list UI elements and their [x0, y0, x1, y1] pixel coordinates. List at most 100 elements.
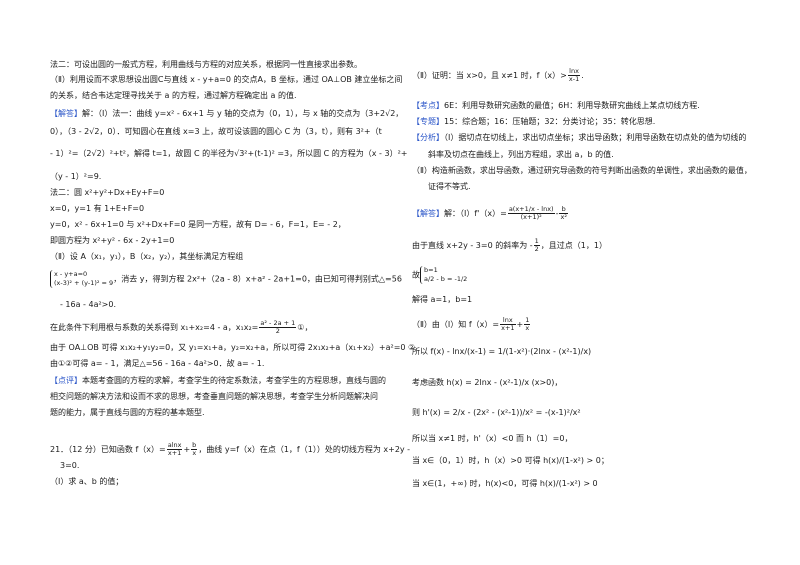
- equation-system-line: x - y+a=0(x-3)² + (y-1)² = 9，消去 y，得到方程 2…: [50, 270, 402, 288]
- solution-tag: 【解答】: [412, 209, 444, 218]
- text-line: 解得 a=1，b=1: [412, 295, 473, 304]
- fraction: a(x+1/x - lnx)(x+1)²: [507, 205, 555, 221]
- solution-line: 【解答】解：（Ⅰ）法一：曲线 y=x² - 6x+1 与 y 轴的交点为（0，1…: [50, 109, 403, 119]
- denominator: x²: [560, 213, 567, 221]
- denominator: x+1: [501, 324, 515, 332]
- text-span: （Ⅰ）据切点在切线上，求出切点坐标；求出导函数；利用导函数在切点处的值为切线的: [444, 133, 747, 142]
- text-line: （y - 1）²=9.: [50, 172, 102, 181]
- analysis-tag: 【分析】: [412, 133, 444, 142]
- text-span: +: [516, 320, 524, 329]
- text-span: 6E：利用导数研究函数的最值；6H：利用导数研究曲线上某点切线方程.: [444, 101, 700, 110]
- numerator: a² - 2a + 1: [259, 319, 297, 328]
- text-line: - 16a - 4a²>0.: [60, 300, 117, 309]
- text-line: 0），（3 - 2√2，0）．可知圆心在直线 x=3 上，故可设该圆的圆心 C …: [50, 127, 382, 136]
- text-span: 21．（12 分）已知函数 f（x）=: [50, 445, 166, 454]
- text-line: 所以当 x≠1 时，h'（x）<0 而 h（1）=0，: [412, 434, 573, 443]
- formula-line: 则 h'(x) = 2/x - (2x² - (x²-1))/x² = -(x-…: [412, 408, 581, 417]
- text-line: （Ⅰ）求 a、b 的值；: [50, 477, 124, 486]
- formula-line: 当 x∈（0，1）时，h（x）>0 可得 h(x)/(1-x²) > 0；: [412, 456, 609, 465]
- denominator: 2: [275, 327, 280, 335]
- equation: (x-3)² + (y-1)² = 9: [54, 279, 114, 287]
- text-line: 即圆方程为 x²+y² - 6x - 2y+1=0: [50, 236, 175, 245]
- equation: b=1: [424, 266, 438, 274]
- denominator: x: [525, 324, 530, 332]
- solution-tag: 【解答】: [50, 109, 82, 118]
- numerator: 1: [524, 316, 531, 325]
- text-line: y=0，x² - 6x+1=0 与 x²+Dx+F=0 是同一方程，故有 D= …: [50, 220, 346, 229]
- comment-line: 【点评】本题考查圆的方程的求解，考查学生的待定系数法，考查学生的方程思想，直线与…: [50, 376, 386, 386]
- numerator: lnx: [567, 67, 581, 76]
- formula-line: 所以 f(x) - lnx/(x-1) = 1/(1-x²)·(2lnx - (…: [412, 347, 592, 356]
- keypoint-line: 【考点】6E：利用导数研究函数的最值；6H：利用导数研究曲线上某点切线方程.: [412, 101, 700, 111]
- denominator: x-1: [568, 75, 580, 83]
- analysis-line: 【分析】（Ⅰ）据切点在切线上，求出切点坐标；求出导函数；利用导函数在切点处的值为…: [412, 133, 746, 143]
- radius-formula: √3²+(t-1)² =3，所以圆 C 的方程为（x - 3）²+: [234, 149, 408, 158]
- equation: a/2 - b = -1/2: [424, 275, 468, 283]
- text-span: 本题考查圆的方程的求解，考查学生的待定系数法，考查学生的方程思想，直线与圆的: [82, 376, 386, 385]
- text-span: .: [581, 71, 584, 80]
- text-line: 的关系，结合韦达定理寻找关于 a 的方程，通过解方程确定出 a 的值.: [50, 91, 297, 100]
- text-span: ①，: [297, 323, 313, 332]
- text-span: ，消去 y，得到方程 2x²+（2a - 8）x+a² - 2a+1=0，由已知…: [113, 274, 402, 284]
- numerator: 1: [533, 237, 540, 246]
- text-line: 斜率及切点在曲线上，列出方程组，求出 a，b 的值.: [428, 150, 614, 159]
- text-line: - 1）²=（2√2）²+t²，解得 t=1，故圆 C 的半径为√3²+(t-1…: [50, 149, 407, 159]
- topic-tag: 【专题】: [412, 117, 444, 126]
- text-line: x=0，y=1 有 1+E+F=0: [50, 204, 145, 213]
- text-span: （Ⅱ）证明：当 x>0，且 x≠1 时，f（x）>: [412, 71, 567, 80]
- text-line: 法二：可设出圆的一般式方程，利用曲线与方程的对应关系，根据同一性直接求出参数。: [50, 60, 362, 69]
- equation-system: x - y+a=0(x-3)² + (y-1)² = 9: [50, 270, 113, 288]
- equation: x - y+a=0: [54, 270, 88, 278]
- numerator: b: [559, 206, 568, 214]
- text-line: 在此条件下利用根与系数的关系得到 x₁+x₂=4 - a，x₁x₂=a² - 2…: [50, 320, 312, 335]
- text-span: -: [555, 209, 559, 218]
- text-line: 由①②可得 a= - 1，满足△=56 - 16a - 4a²>0．故 a= -…: [50, 359, 265, 368]
- text-line: 证得不等式.: [428, 182, 471, 191]
- denominator: 2: [534, 245, 539, 253]
- text-span: 15：综合题；16：压轴题；32：分类讨论；35：转化思想.: [444, 117, 656, 126]
- formula-line: 当 x∈(1，+∞) 时，h(x)<0，可得 h(x)/(1-x²) > 0: [412, 479, 598, 488]
- denominator: x+1: [167, 449, 182, 457]
- text-span: 故: [412, 270, 420, 280]
- formula-line: 考虑函数 h(x) = 2lnx - (x²-1)/x (x>0)，: [412, 378, 563, 387]
- numerator: a(x+1/x - lnx): [507, 205, 555, 214]
- denominator: (x+1)²: [520, 213, 542, 221]
- comment-tag: 【点评】: [50, 376, 82, 385]
- denominator: x: [192, 449, 197, 457]
- text-line: 法二：圆 x²+y²+Dx+Ey+F=0: [50, 188, 165, 197]
- numerator: lnx: [500, 317, 516, 325]
- text-line: 由于 OA⊥OB 可得 x₁x₂+y₁y₂=0，又 y₁=x₁+a，y₂=x₂+…: [50, 343, 416, 352]
- text-span: （Ⅱ）由（Ⅰ）知 f（x）=: [412, 320, 500, 329]
- text-line: （Ⅱ）利用设而不求思想设出圆C与直线 x - y+a=0 的交点A，B 坐标，通…: [50, 75, 403, 84]
- topic-line: 【专题】15：综合题；16：压轴题；32：分类讨论；35：转化思想.: [412, 117, 655, 127]
- text-line: （Ⅱ）设 A（x₁，y₁），B（x₂，y₂），其坐标满足方程组: [50, 252, 244, 261]
- text-span: ，且过点（1，1）: [540, 241, 607, 250]
- numerator: alnx: [166, 441, 183, 450]
- text-line: 题的能力，属于直线与圆的方程的基本题型.: [50, 408, 205, 417]
- text-span: - 1）²=（2√2）²+t²，解得 t=1，故圆 C 的半径为: [50, 149, 235, 158]
- text-span: 解：（Ⅰ）法一：曲线 y=x² - 6x+1 与 y 轴的交点为（0，1），与 …: [82, 109, 404, 118]
- keypoint-tag: 【考点】: [412, 101, 444, 110]
- text-span: 由于直线 x+2y - 3=0 的斜率为 -: [412, 241, 533, 250]
- text-span: 在此条件下利用根与系数的关系得到 x₁+x₂=4 - a，x₁x₂=: [50, 323, 259, 332]
- text-line: 相交问题的解决方法和设而不求的思想，考查垂直问题的解决思想，考查学生分析问题解决…: [50, 392, 378, 401]
- text-span: +: [183, 445, 191, 454]
- numerator: b: [191, 441, 198, 450]
- text-line: （Ⅱ）构造新函数，求出导函数，通过研究导函数的符号判断出函数的单调性，求出函数的…: [412, 166, 752, 175]
- text-span: ，曲线 y=f（x）在点（1，f（1））处的切线方程为 x+2y -: [198, 445, 411, 454]
